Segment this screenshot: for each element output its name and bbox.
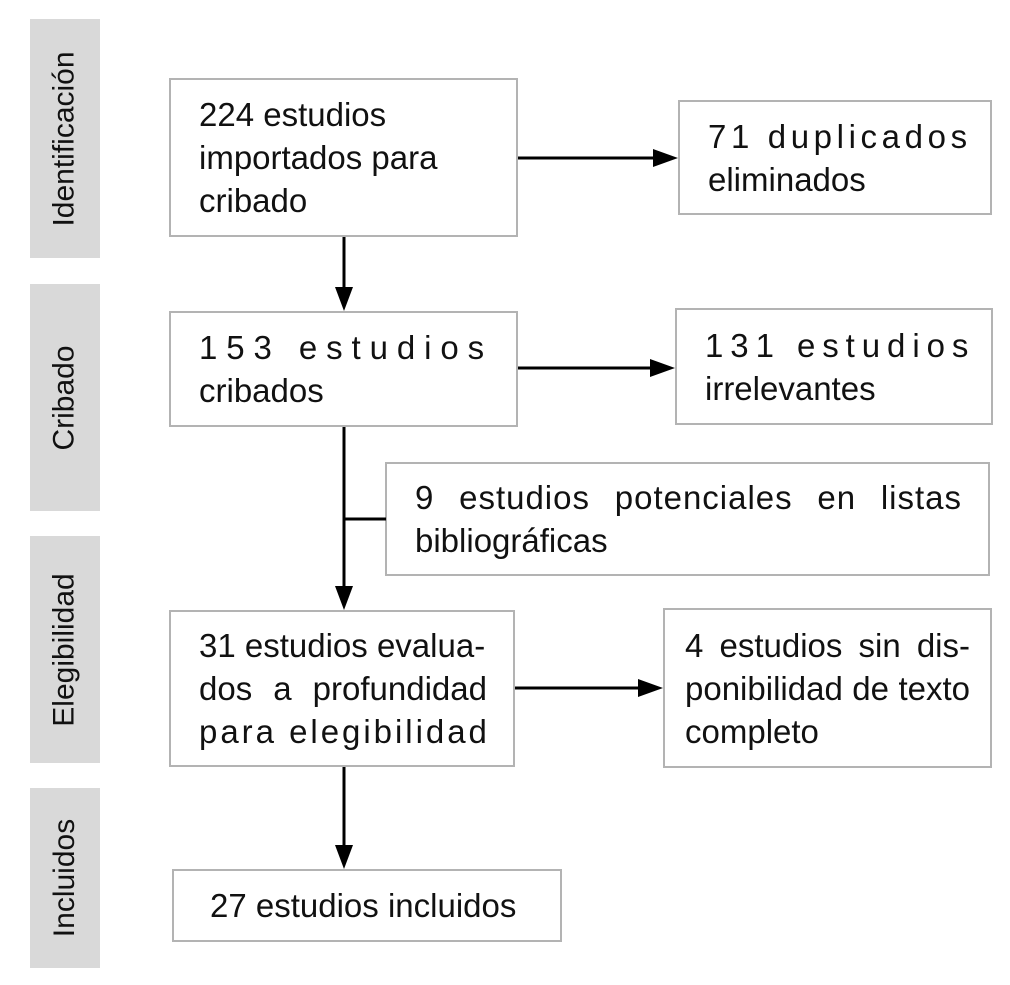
text-line: ponibilidad de texto	[685, 669, 970, 707]
text-line: 71 duplicados	[708, 117, 972, 155]
stage-label-identificacion: Identificación	[48, 50, 82, 227]
text-line: 4 estudios sin dis-	[685, 626, 970, 664]
stage-bar-elegibilidad: Elegibilidad	[30, 536, 100, 763]
box-incluidos: 27 estudios incluidos	[172, 869, 562, 942]
text-line: eliminados	[708, 160, 866, 198]
stage-label-cribado: Cribado	[48, 344, 81, 451]
text-line: 27 estudios incluidos	[210, 887, 517, 924]
text-line: dos a profundidad	[199, 670, 487, 707]
text-line: cribado	[199, 182, 308, 219]
arrow-cribados-to-evaluados	[335, 427, 386, 610]
text-line: 9 estudios potenciales en listas	[415, 479, 962, 516]
box-duplicados: 71 duplicados eliminados	[678, 100, 992, 215]
stage-bar-cribado: Cribado	[30, 284, 100, 511]
text-line: cribados	[199, 372, 324, 409]
text-line: irrelevantes	[705, 369, 876, 407]
stage-bar-incluidos: Incluidos	[30, 788, 100, 968]
text-line: para elegibilidad	[199, 713, 490, 750]
box-irrelevantes: 131 estudios irrelevantes	[675, 308, 993, 425]
stage-bar-identificacion: Identificación	[30, 19, 100, 258]
text-line: completo	[685, 712, 819, 750]
text-line: bibliográficas	[415, 522, 608, 559]
box-potenciales: 9 estudios potenciales en listas bibliogr…	[385, 462, 990, 576]
box-cribados: 153 estudios cribados	[169, 311, 518, 427]
arrow-evaluados-to-sin-texto	[515, 679, 663, 697]
text-line: 224 estudios	[199, 96, 387, 133]
box-sin-texto: 4 estudios sin dis-ponibilidad de texto c…	[663, 608, 992, 768]
text-line: 31 estudios evalua-	[199, 627, 486, 664]
arrow-cribados-to-irrelevantes	[518, 359, 675, 377]
arrow-evaluados-to-incluidos	[335, 767, 353, 869]
box-evaluados: 31 estudios evalua-dos a profundidad para…	[169, 610, 515, 767]
box-imported: 224 estudios importados para cribado	[169, 78, 518, 237]
stage-label-incluidos: Incluidos	[48, 818, 81, 938]
stage-label-elegibilidad: Elegibilidad	[48, 572, 82, 727]
text-line: 153 estudios	[199, 329, 494, 366]
arrow-imported-to-cribados	[335, 237, 353, 311]
text-line: importados para	[199, 139, 438, 176]
arrow-imported-to-duplicados	[518, 149, 678, 167]
text-line: 131 estudios	[705, 326, 976, 364]
